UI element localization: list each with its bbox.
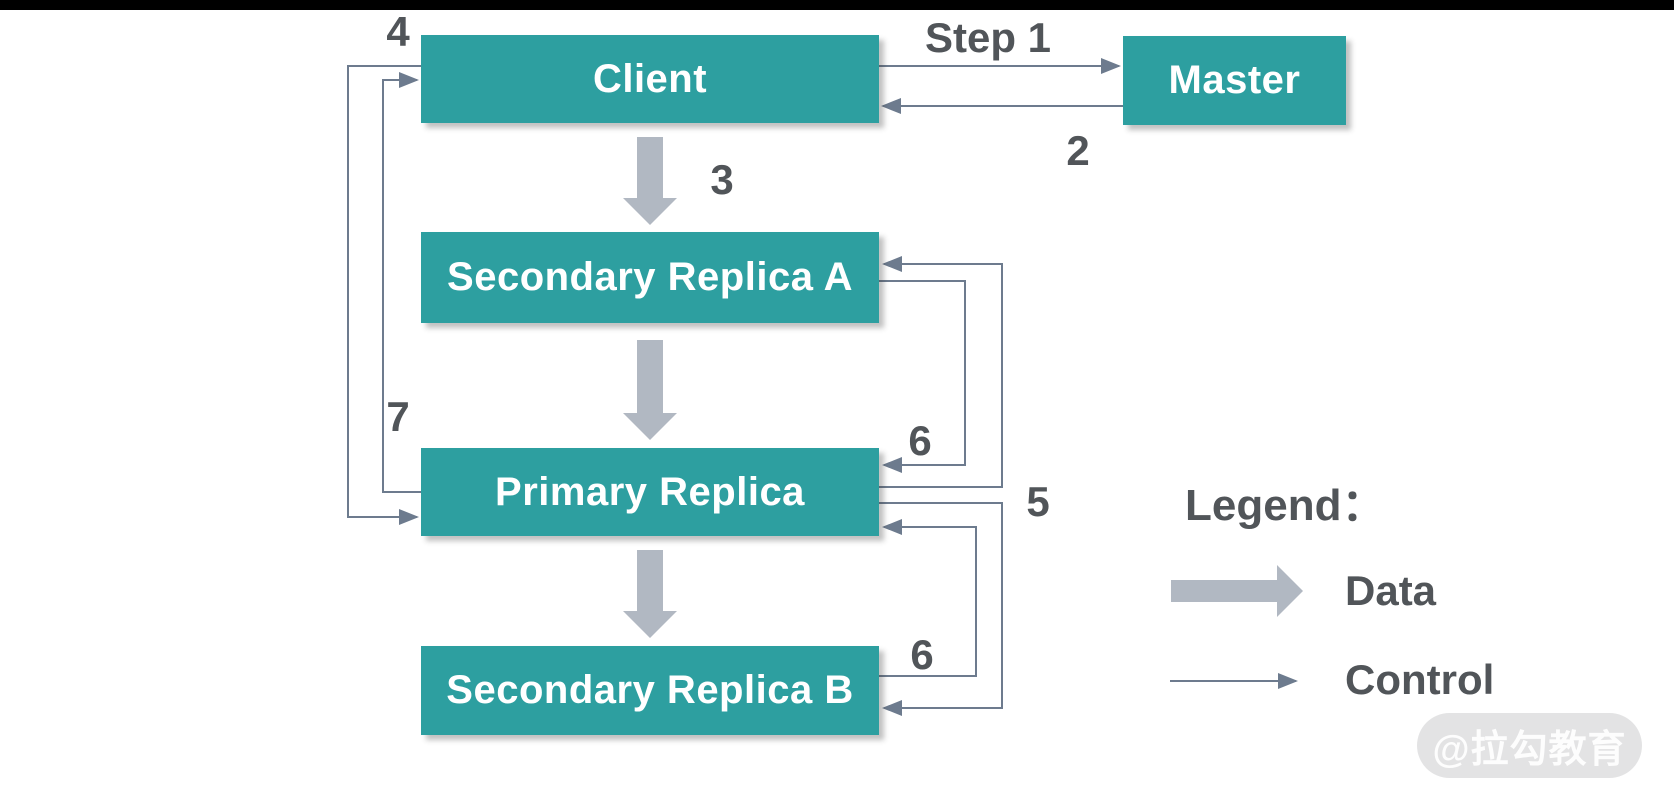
node-master-label: Master bbox=[1168, 58, 1301, 102]
top-black-bar bbox=[0, 0, 1674, 10]
step-label-2: 2 bbox=[1066, 127, 1090, 174]
step-label-4: 4 bbox=[386, 8, 410, 55]
node-secondary-replica-b-label: Secondary Replica B bbox=[446, 668, 854, 712]
step-label-6-upper: 6 bbox=[908, 417, 932, 464]
data-arrow-secondary-a-to-primary-icon bbox=[623, 340, 677, 440]
step-label-7: 7 bbox=[386, 393, 410, 440]
control-arrows-group bbox=[347, 58, 1298, 716]
step-label-6-lower: 6 bbox=[910, 631, 934, 678]
data-arrow-client-to-secondary-a-icon bbox=[623, 137, 677, 225]
node-master: Master bbox=[1123, 36, 1346, 125]
control-arrow-step6-secondary-b-to-primary-icon bbox=[879, 519, 977, 677]
legend-data-label: Data bbox=[1345, 567, 1437, 614]
step-label-3: 3 bbox=[710, 156, 734, 203]
watermark-text: @拉勾教育 bbox=[1432, 729, 1627, 771]
node-primary-replica-label: Primary Replica bbox=[495, 469, 805, 514]
control-arrow-step6-secondary-a-to-primary-icon bbox=[879, 280, 966, 473]
control-arrow-step4-client-to-primary-icon bbox=[347, 65, 421, 525]
watermark-badge: @拉勾教育 bbox=[1417, 713, 1642, 778]
legend-data-arrow-icon bbox=[1171, 565, 1303, 617]
node-secondary-replica-a-label: Secondary Replica A bbox=[447, 255, 853, 299]
data-arrows-group bbox=[623, 137, 1303, 638]
node-secondary-replica-b: Secondary Replica B bbox=[421, 646, 879, 735]
node-client-label: Client bbox=[592, 56, 708, 101]
legend-title: Legend： bbox=[1185, 481, 1386, 530]
node-primary-replica: Primary Replica bbox=[421, 448, 879, 536]
step-label-5: 5 bbox=[1026, 478, 1050, 525]
legend-control-label: Control bbox=[1345, 656, 1495, 703]
node-client: Client bbox=[421, 35, 879, 123]
control-arrow-step5-primary-to-secondary-b-icon bbox=[879, 502, 1003, 716]
control-arrow-step7-primary-to-client-icon bbox=[382, 72, 421, 493]
step-label-1: Step 1 bbox=[924, 14, 1052, 61]
data-arrow-primary-to-secondary-b-icon bbox=[623, 550, 677, 638]
node-secondary-replica-a: Secondary Replica A bbox=[421, 232, 879, 323]
control-arrow-step5-primary-to-secondary-a-icon bbox=[879, 256, 1003, 488]
